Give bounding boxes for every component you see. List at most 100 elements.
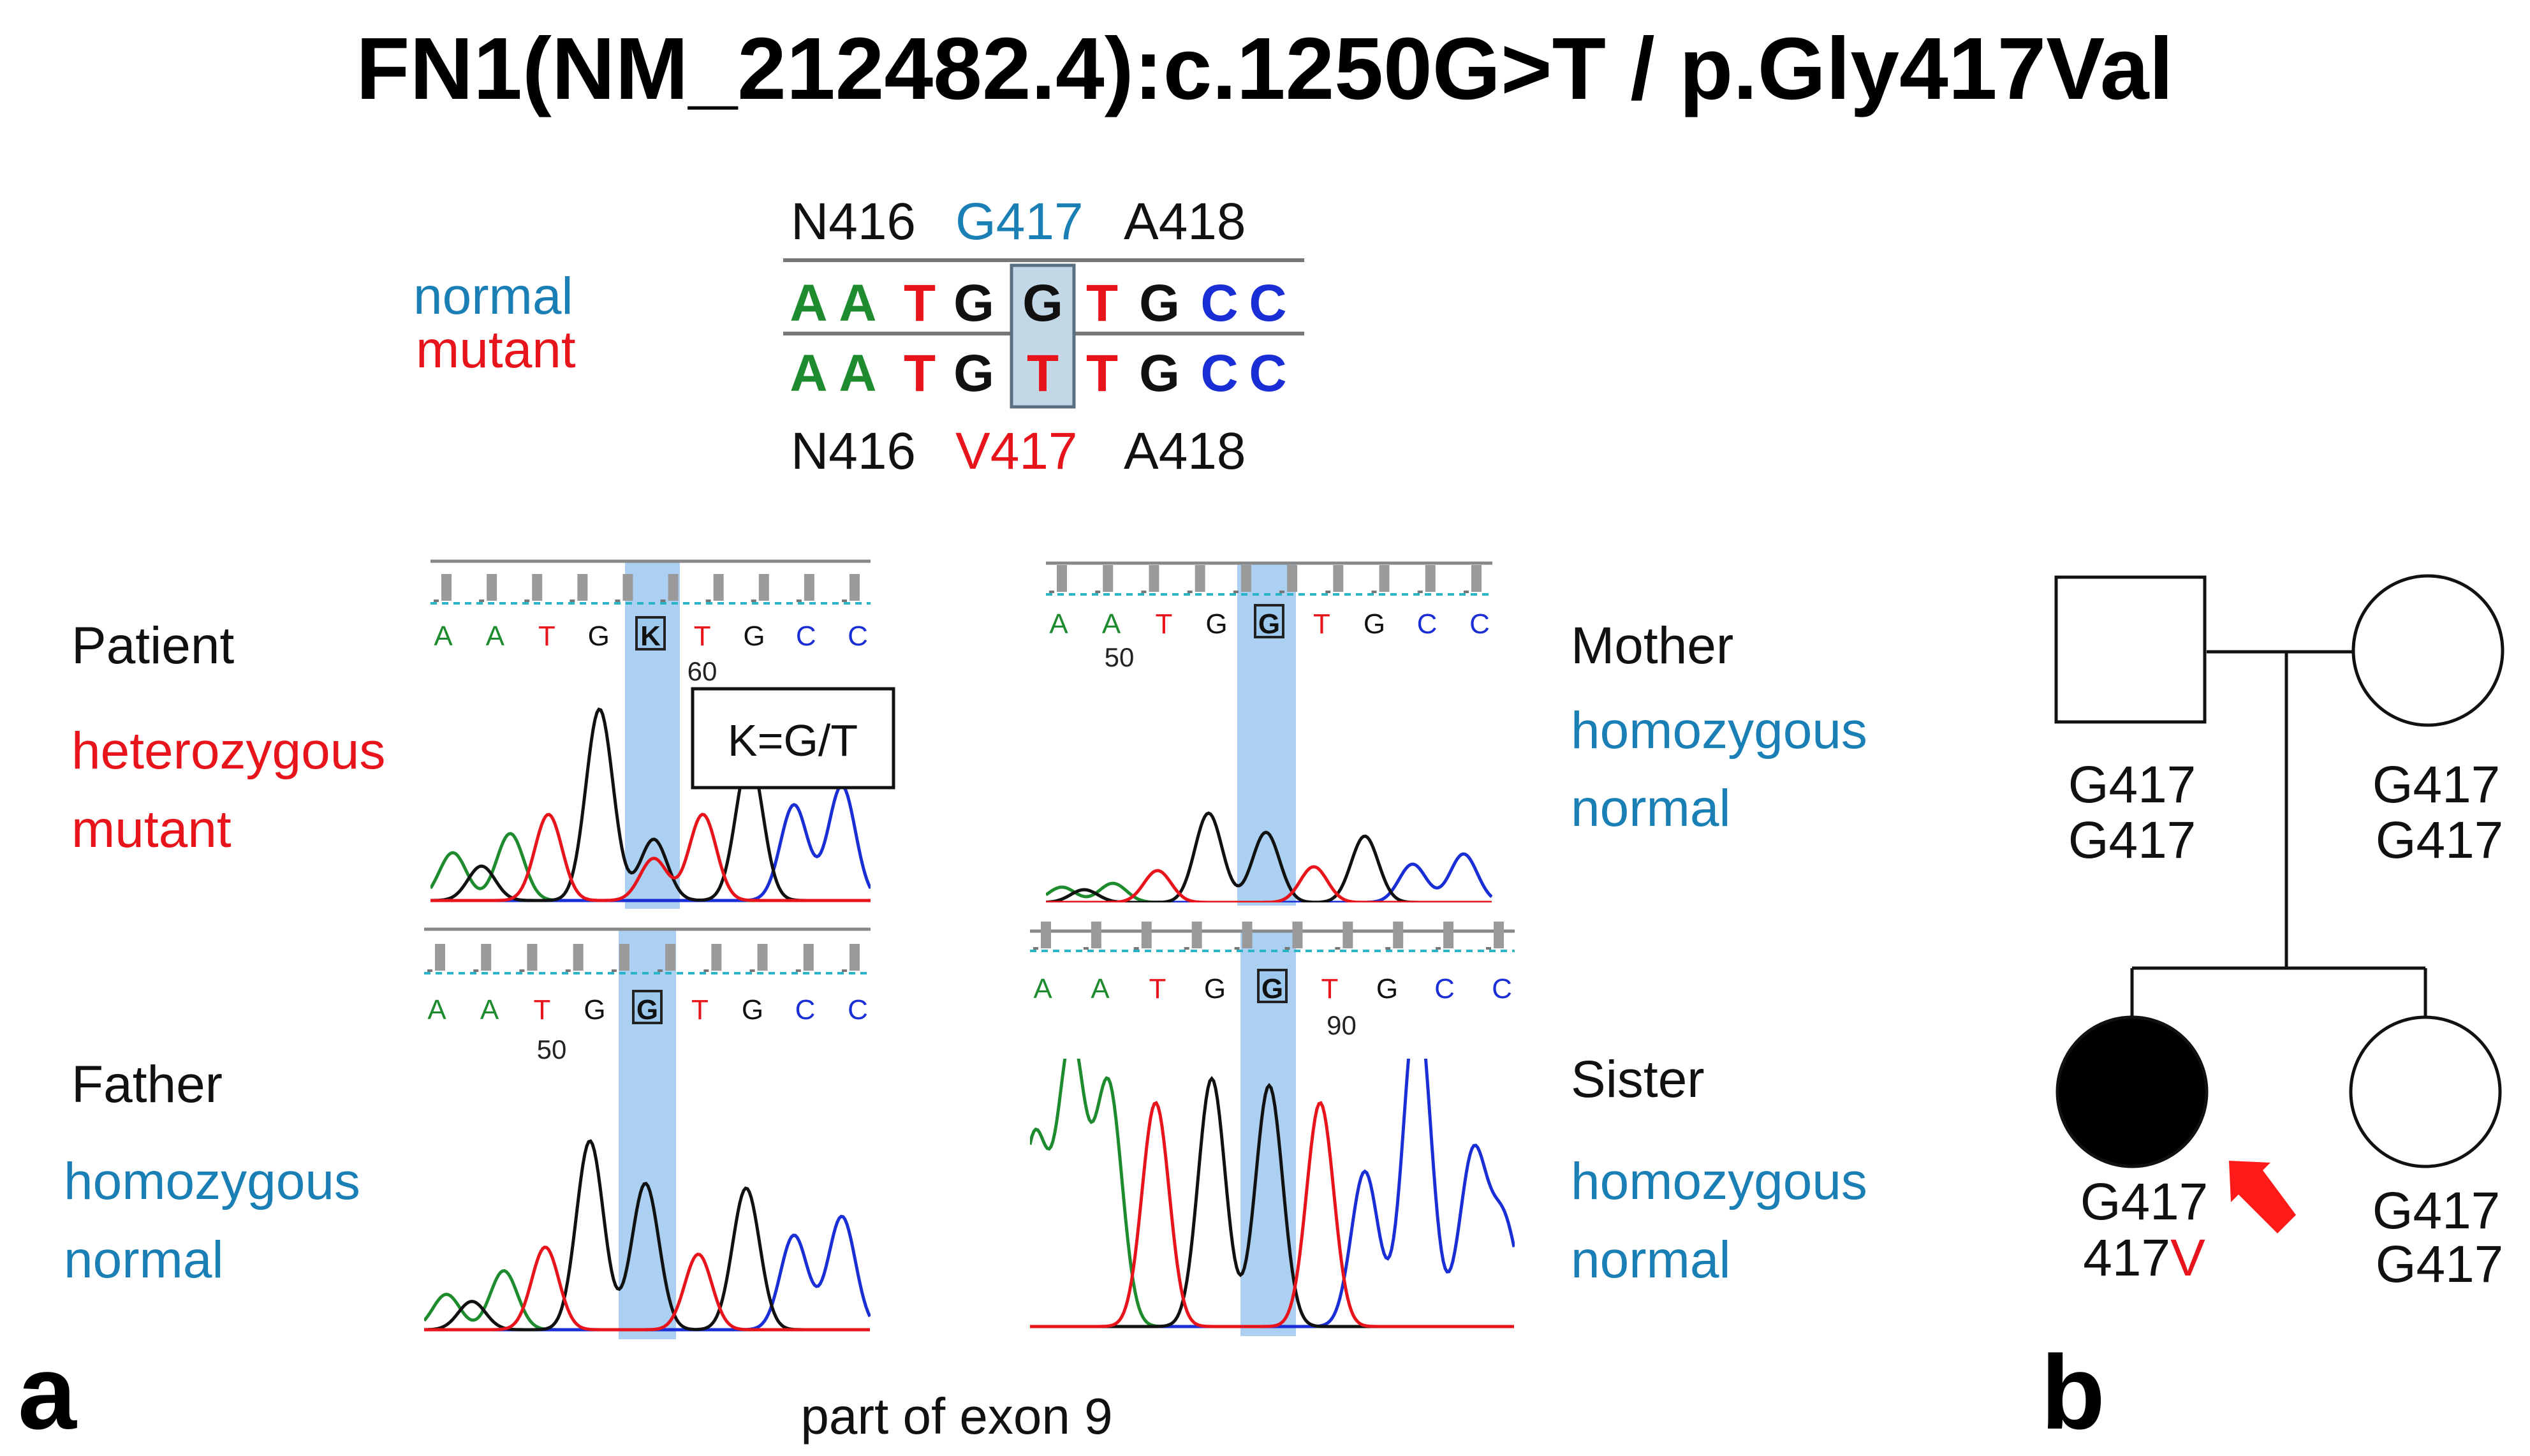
father-label: Father <box>71 1055 223 1114</box>
callout-text: K=G/T <box>728 716 858 765</box>
quality-bar <box>1292 922 1303 948</box>
base-call: G <box>588 621 610 652</box>
normal-sequence-base: C <box>1200 274 1238 332</box>
father-status-line2: normal <box>64 1231 224 1289</box>
quality-bar <box>711 944 722 971</box>
pedigree-patient-circle <box>2056 1015 2209 1168</box>
base-call: T <box>534 994 551 1026</box>
mutant-sequence-base: T <box>904 344 936 402</box>
sister-status-line1: homozygous <box>1571 1152 1867 1210</box>
base-call: K <box>640 621 661 652</box>
quality-bar <box>435 944 445 971</box>
variant-base-box <box>1254 604 1284 638</box>
aa-label-v417: V417 <box>955 422 1078 480</box>
base-call: G <box>1364 608 1385 640</box>
legend-normal: normal <box>413 267 573 325</box>
trace-T <box>1030 1101 1514 1328</box>
proband-arrow-icon <box>2229 1161 2296 1233</box>
base-call: A <box>1033 973 1052 1004</box>
base-call: A <box>427 994 446 1026</box>
proband-arrow <box>2229 1161 2296 1233</box>
base-call: C <box>1434 973 1455 1004</box>
mutant-sequence-base: C <box>1200 344 1238 402</box>
base-call: C <box>795 994 816 1026</box>
quality-bar <box>1141 922 1152 948</box>
mutant-sequence-base: G <box>953 344 994 402</box>
pedigree-sister-circle <box>2349 1015 2502 1168</box>
aa-label-a418-top: A418 <box>1124 193 1246 251</box>
alignment-variant-highlight <box>1010 263 1076 409</box>
aa-label-n416-bottom: N416 <box>791 422 916 480</box>
quality-bar <box>1057 565 1067 592</box>
trace-group <box>1030 1059 1515 1328</box>
base-call: G <box>1204 973 1226 1004</box>
panel-a-label: a <box>18 1334 77 1451</box>
base-call: G <box>743 621 765 652</box>
normal-sequence-base: G <box>953 274 994 332</box>
normal-sequence-base: T <box>904 274 936 332</box>
base-call: A <box>1102 608 1121 640</box>
sequence-position: 90 <box>1327 1010 1357 1040</box>
variant-base-box <box>632 990 663 1024</box>
base-call: T <box>1156 608 1173 640</box>
quality-bar <box>527 944 538 971</box>
base-call: A <box>434 621 453 652</box>
base-call: T <box>538 621 555 652</box>
trace-C <box>1046 852 1492 902</box>
aa-label-a418-bottom: A418 <box>1124 422 1246 480</box>
quality-bar <box>1494 922 1504 948</box>
quality-bar <box>668 574 679 601</box>
sequence-position: 50 <box>537 1034 567 1064</box>
mutant-sequence-base: G <box>1139 344 1180 402</box>
pedigree: G417 G417 G417 G417 G417 417V G417 G417 <box>2054 574 2504 1293</box>
normal-sequence-base: C <box>1249 274 1286 332</box>
aa-label-n416-top: N416 <box>791 193 916 251</box>
quality-bar <box>1425 565 1436 592</box>
quality-bar <box>1379 565 1390 592</box>
trace-group <box>424 1139 871 1332</box>
father-genotype-allele1: G417 <box>2068 756 2196 814</box>
base-call: A <box>1091 973 1110 1004</box>
figure-title: FN1(NM_212482.4):c.1250G>T / p.Gly417Val <box>356 20 2173 118</box>
base-call: G <box>742 994 763 1026</box>
patient-genotype-allele1: G417 <box>2080 1173 2209 1231</box>
normal-sequence-base: A <box>839 274 876 332</box>
sister-label: Sister <box>1571 1050 1705 1108</box>
callout-box <box>691 687 895 790</box>
normal-sequence-base: G <box>1022 274 1063 332</box>
base-call: G <box>1205 608 1227 640</box>
trace-T <box>424 1245 870 1332</box>
legend-mutant: mutant <box>416 321 576 379</box>
quality-bar <box>1240 565 1251 592</box>
base-call: C <box>1469 608 1490 640</box>
trace-T <box>430 813 871 902</box>
quality-bar <box>1103 565 1114 592</box>
mother-status-line2: normal <box>1571 779 1731 837</box>
mutant-sequence-base: T <box>1027 344 1059 402</box>
quality-bar <box>577 574 588 601</box>
panel-b-label: b <box>2041 1334 2105 1451</box>
quality-bar <box>1195 565 1205 592</box>
quality-bar <box>665 944 676 971</box>
quality-bar <box>849 944 860 971</box>
base-call: T <box>691 994 709 1026</box>
quality-bar <box>1443 922 1454 948</box>
mother-genotype-allele2: G417 <box>2376 811 2504 869</box>
quality-bar <box>487 574 497 601</box>
mutant-sequence-base: T <box>1086 344 1118 402</box>
sister-genotype-allele1: G417 <box>2372 1182 2501 1240</box>
base-call: T <box>1313 608 1330 640</box>
variant-highlight-band <box>625 561 680 909</box>
base-call: T <box>1149 973 1166 1004</box>
patient-status-line2: mutant <box>71 800 232 858</box>
quality-bar <box>622 574 633 601</box>
quality-bar <box>1242 922 1253 948</box>
patient-allele2-position: 417 <box>2083 1229 2170 1287</box>
